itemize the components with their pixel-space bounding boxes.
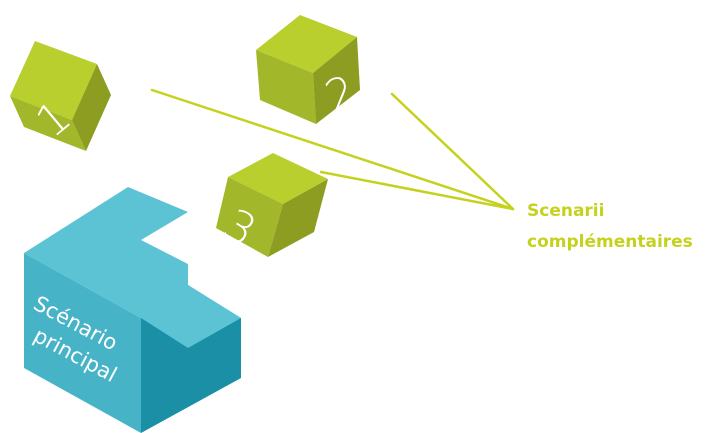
cube-3-left-face (216, 177, 283, 257)
cube-3-right-face (268, 179, 328, 257)
cube-2-left-face (256, 50, 316, 124)
main-block-left-face (24, 253, 141, 433)
callout-line2: complémentaires (527, 232, 693, 252)
cube-3-top-face (228, 153, 328, 204)
connector-lines (150, 88, 515, 211)
cube-1: 1 (10, 41, 111, 151)
cube-1-left-face (10, 96, 86, 151)
connector-cube-2 (390, 92, 515, 211)
connector-cube-3 (319, 170, 515, 211)
connector-cube-1 (150, 88, 515, 211)
cube-3: 3 (215, 153, 328, 257)
cube-2-top-face (256, 15, 357, 73)
main-block-step-top (141, 285, 241, 348)
main-block-top-face (24, 187, 241, 318)
cube-2: 2 (256, 15, 363, 124)
main-scenario-block: Scénario principal (24, 187, 241, 433)
callout-label: Scenarii complémentaires (527, 201, 693, 252)
main-block-right-face-lower (141, 318, 241, 433)
cube-2-right-face (313, 37, 360, 124)
cube-1-top-face (10, 41, 97, 120)
callout-line1: Scenarii (527, 201, 604, 221)
cube-1-right-face (72, 64, 111, 151)
